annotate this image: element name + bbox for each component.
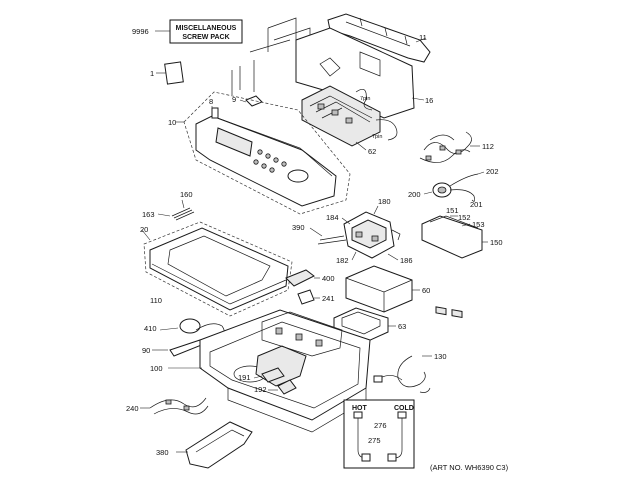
part-9-clip xyxy=(239,95,263,107)
part-240-harness xyxy=(140,397,209,415)
callout-112: 112 xyxy=(482,142,494,151)
callout-410: 410 xyxy=(144,324,157,333)
console-knob xyxy=(287,169,309,183)
callout-9: 9 xyxy=(232,95,236,104)
callout-152: 152 xyxy=(458,213,471,222)
art-number: (ART NO. WH6390 C3) xyxy=(430,463,509,472)
callout-11: 11 xyxy=(419,33,427,42)
part-16-backsplash xyxy=(295,27,425,119)
callout-110: 110 xyxy=(150,296,162,305)
callout-130: 130 xyxy=(434,352,447,361)
callout-380: 380 xyxy=(156,448,169,457)
callout-8: 8 xyxy=(209,97,213,106)
callout-400: 400 xyxy=(322,274,335,283)
part-160-hinge-pins xyxy=(157,199,195,221)
part-192-bracket xyxy=(268,379,297,395)
callout-200: 200 xyxy=(408,190,421,199)
part-180-drive-assembly xyxy=(309,205,401,261)
part-62-control-board xyxy=(301,85,398,151)
callout-192: 192 xyxy=(254,385,267,394)
callout-240: 240 xyxy=(126,404,139,413)
callout-184: 184 xyxy=(326,213,339,222)
callout-153: 153 xyxy=(472,220,485,229)
misc-screw-pack-box xyxy=(169,19,243,44)
part-380-front-panel xyxy=(176,421,253,469)
callout-186: 186 xyxy=(400,256,413,265)
inlet-hoses-group: HOT COLD xyxy=(343,399,415,469)
callout-191: 191 xyxy=(238,373,251,382)
callout-100: 100 xyxy=(150,364,163,373)
callout-163: 163 xyxy=(142,210,155,219)
part-60-module xyxy=(345,265,420,313)
console-buttons xyxy=(253,149,287,173)
part-10-control-console xyxy=(195,106,337,207)
callout-390: 390 xyxy=(292,223,305,232)
part-90-bar xyxy=(152,339,205,357)
misc-box-title-2: SCREW PACK xyxy=(182,34,229,41)
part-400-latch xyxy=(285,269,320,287)
part-241-switch xyxy=(297,289,320,305)
part-130-drain-hose xyxy=(373,355,432,393)
hose-hot-label: HOT xyxy=(352,405,368,412)
callout-10: 10 xyxy=(168,118,176,127)
callout-182: 182 xyxy=(336,256,349,265)
backsplash-dashed-outline xyxy=(231,17,311,95)
callout-62: 62 xyxy=(368,147,376,156)
callout-201: 201 xyxy=(470,200,483,209)
callout-150: 150 xyxy=(490,238,503,247)
callout-202: 202 xyxy=(486,167,499,176)
connector-7pin-label-2: 7pin xyxy=(372,134,382,140)
callout-241: 241 xyxy=(322,294,335,303)
callout-16: 16 xyxy=(425,96,433,105)
callout-labels: 1 8 9 10 11 16 20 60 62 63 90 100 110 11… xyxy=(126,33,503,457)
callout-276: 276 xyxy=(374,421,387,430)
control-panel-group-outline xyxy=(183,91,351,215)
part-150-dispenser xyxy=(421,215,488,319)
callout-151: 151 xyxy=(446,206,459,215)
callout-9996: 9996 xyxy=(132,27,149,36)
callout-1: 1 xyxy=(150,69,154,78)
callout-160: 160 xyxy=(180,190,193,199)
part-112-wire-harness xyxy=(419,131,480,163)
callout-60: 60 xyxy=(422,286,430,295)
callout-275: 275 xyxy=(368,436,381,445)
connector-7pin-label: 7pin xyxy=(360,96,370,102)
part-191-bracket xyxy=(253,367,285,383)
lid-group-outline xyxy=(143,221,293,317)
part-8-insert xyxy=(211,107,219,119)
misc-screw-pack-callout: MISCELLANEOUS SCREW PACK 9996 xyxy=(132,19,243,44)
misc-box-title-1: MISCELLANEOUS xyxy=(176,25,237,32)
callout-90: 90 xyxy=(142,346,150,355)
part-110-lid xyxy=(149,227,289,311)
callout-20: 20 xyxy=(140,225,148,234)
part-200-pressure-switch xyxy=(423,171,485,202)
callout-180: 180 xyxy=(378,197,391,206)
hose-cold-label: COLD xyxy=(394,405,414,412)
part-1-literature xyxy=(156,61,184,85)
callout-63: 63 xyxy=(398,322,406,331)
